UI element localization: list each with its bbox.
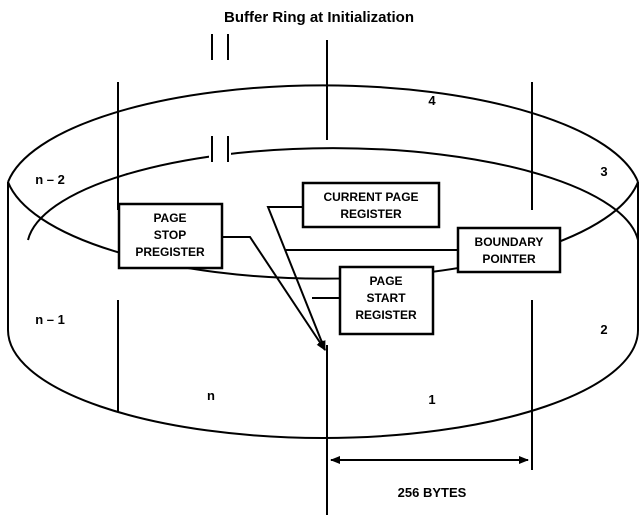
boundary-pointer-box: BOUNDARY POINTER	[456, 226, 562, 274]
page-stop-register-line-2: STOP	[154, 228, 186, 242]
page-start-register-line-3: REGISTER	[355, 308, 417, 322]
segment-label-2: 2	[600, 322, 607, 337]
current-page-arrow	[266, 206, 326, 351]
segment-label-3: 3	[600, 164, 607, 179]
ring-bottom-front-edge	[7, 329, 639, 439]
segment-label-4: 4	[428, 93, 436, 108]
ring-top-back-edge	[7, 84, 639, 183]
current-page-register-line-1: CURRENT PAGE	[323, 190, 418, 204]
segment-label-n-minus-2: n – 2	[35, 172, 65, 187]
diagram-title: Buffer Ring at Initialization	[224, 9, 414, 26]
segment-label-n-minus-1: n – 1	[35, 312, 65, 327]
segment-label-n: n	[207, 388, 215, 403]
page-start-register-line-1: PAGE	[369, 274, 402, 288]
ring-inner-back-edge	[27, 147, 639, 241]
page-stop-register-box: PAGE STOP PREGISTER	[117, 202, 224, 270]
boundary-pointer-line-1: BOUNDARY	[475, 235, 544, 249]
page-stop-register-line-1: PAGE	[153, 211, 186, 225]
page-start-register-box: PAGE START REGISTER	[338, 265, 435, 336]
dimension-label: 256 BYTES	[398, 485, 467, 500]
break-mark-inner	[209, 136, 231, 162]
boundary-pointer-line-2: POINTER	[482, 252, 536, 266]
page-start-register-line-2: START	[366, 291, 406, 305]
page-stop-arrow	[222, 236, 326, 351]
ring-top-front-edge	[7, 181, 639, 280]
current-page-register-box: CURRENT PAGE REGISTER	[301, 181, 441, 229]
segment-label-1: 1	[428, 392, 435, 407]
break-mark-top	[209, 34, 231, 60]
page-stop-register-line-3: PREGISTER	[135, 245, 205, 259]
current-page-register-line-2: REGISTER	[340, 207, 402, 221]
